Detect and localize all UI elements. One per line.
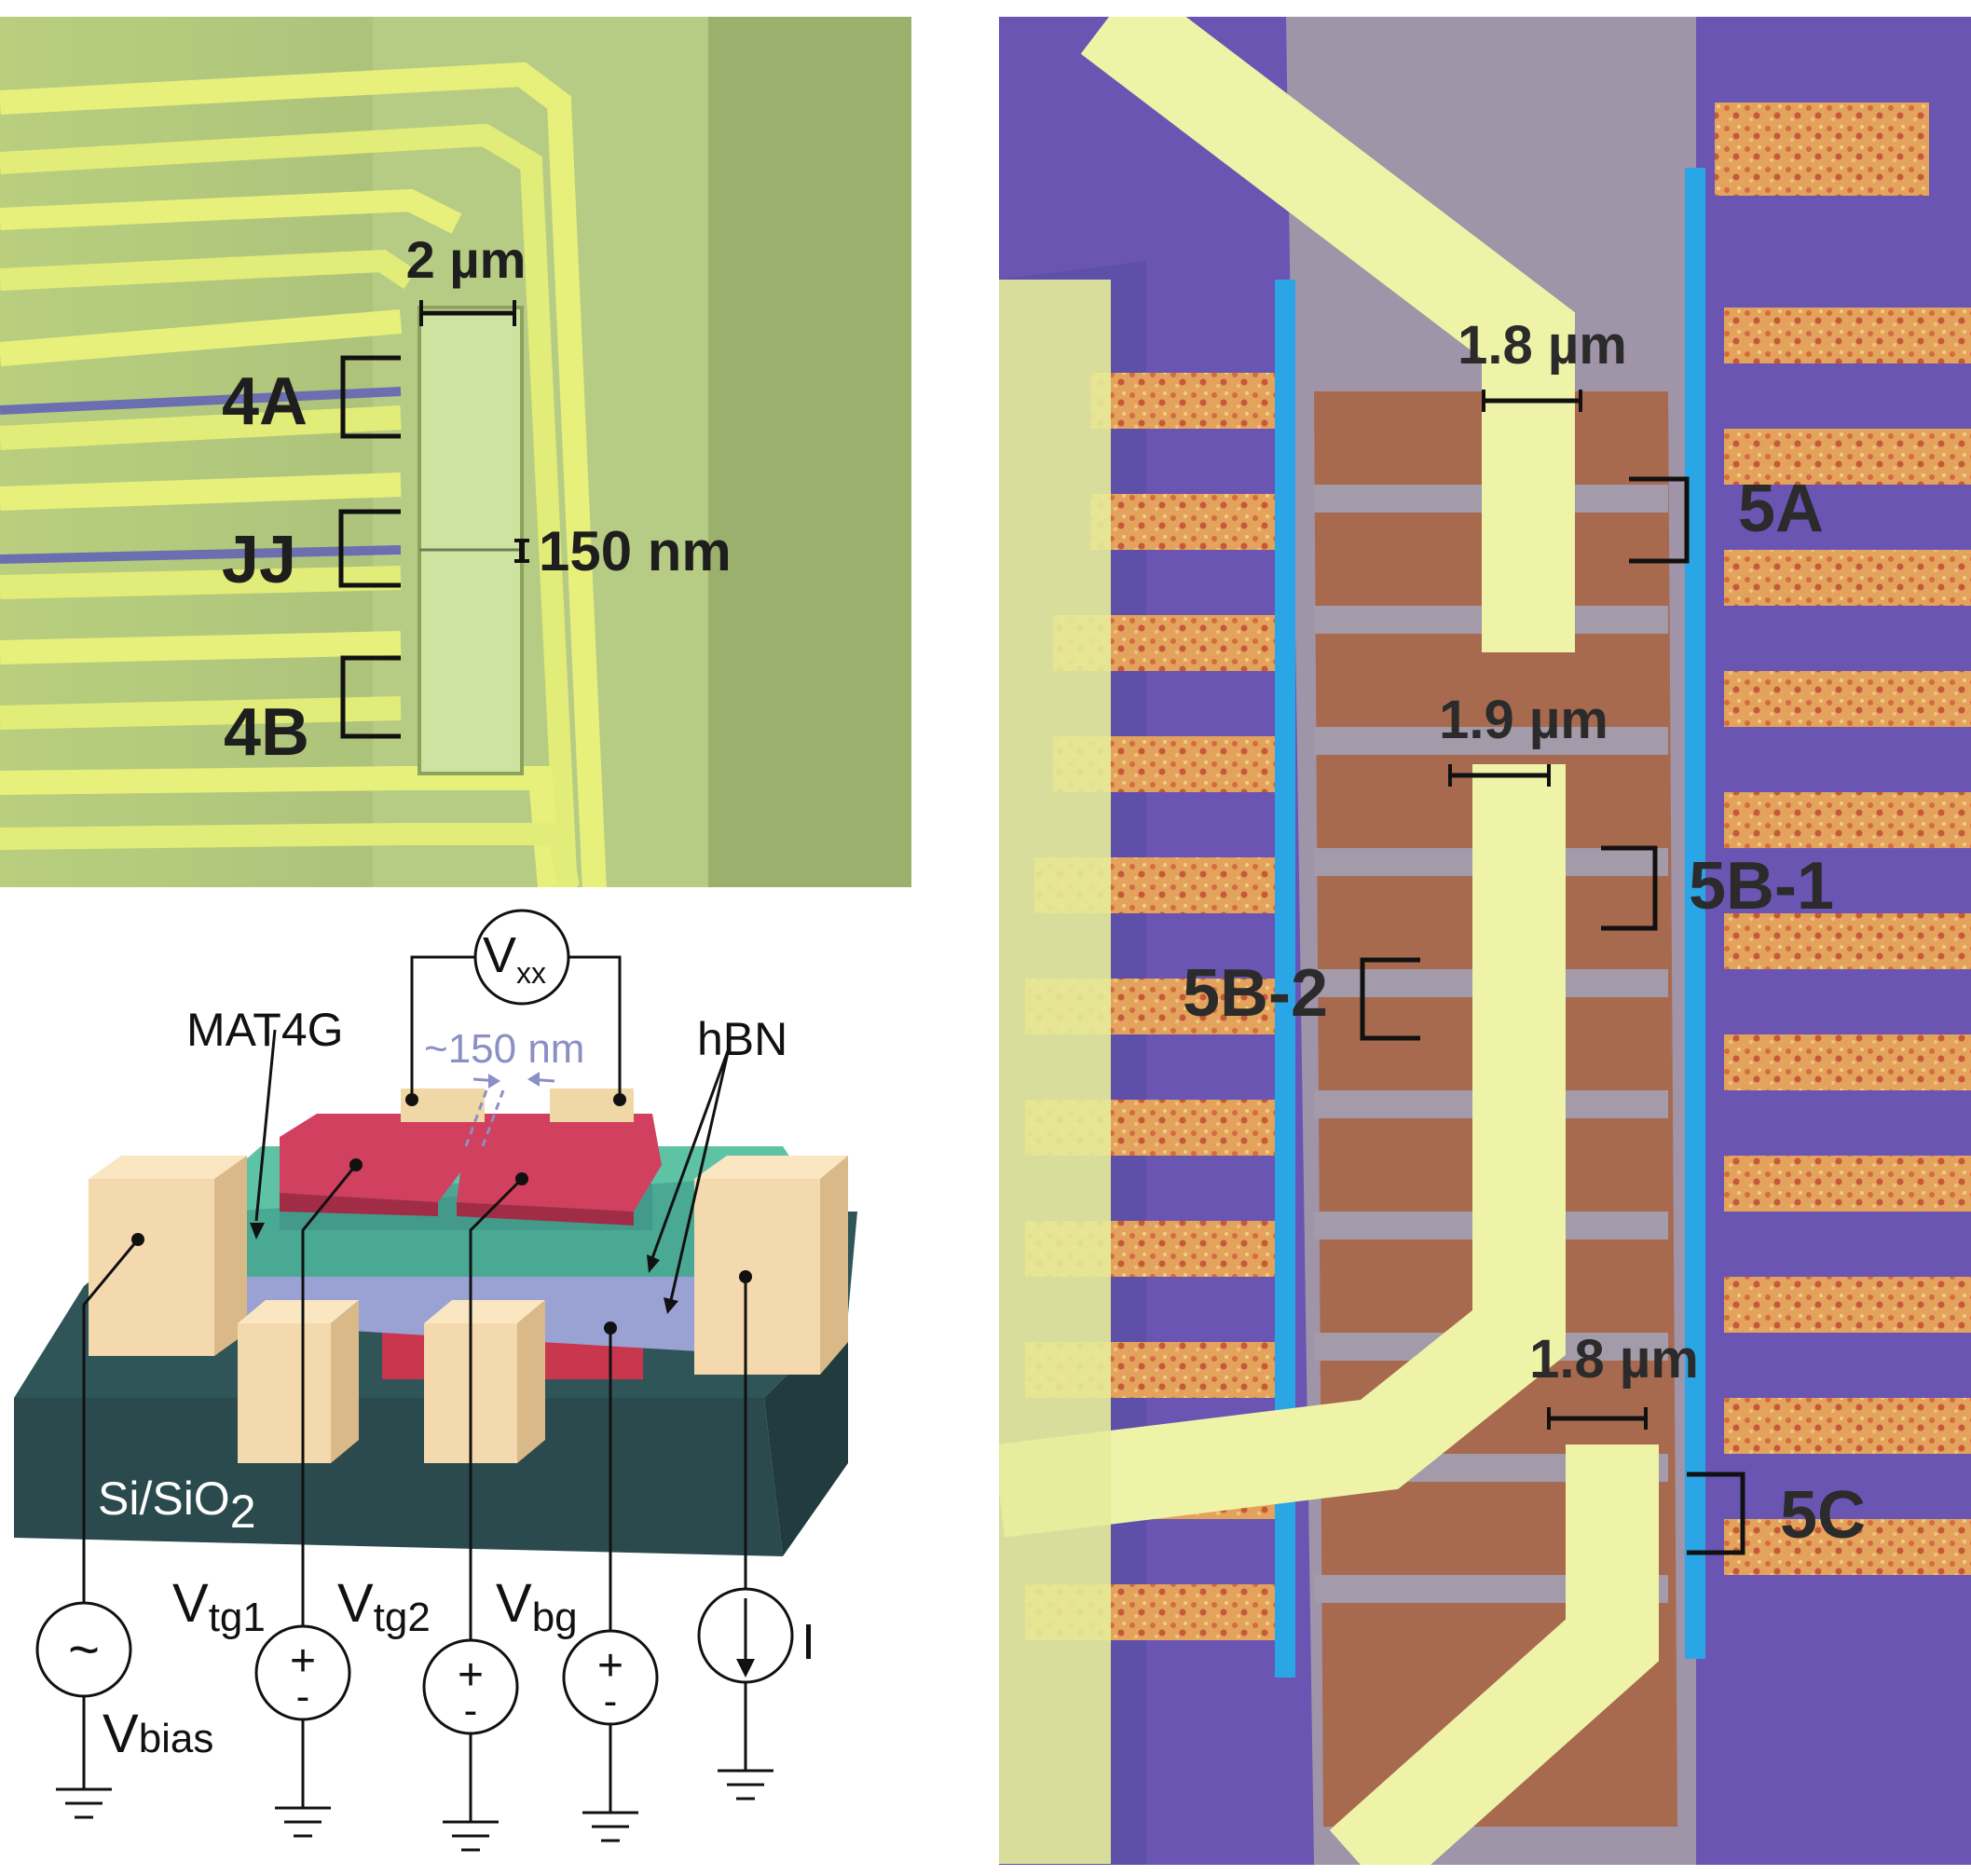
- substrate-front: [14, 1398, 783, 1556]
- vbg-label: Vbg: [496, 1573, 578, 1640]
- vbias-source: ~: [35, 1601, 132, 1698]
- bracket-jj: [338, 509, 401, 588]
- scale-label-a: 2 µm: [406, 230, 527, 289]
- bracket-5b2: [1360, 957, 1420, 1041]
- voltmeter-icon: [473, 909, 570, 1006]
- region-label-jj: JJ: [222, 523, 296, 597]
- bracket-4b: [340, 655, 401, 739]
- current-label: I: [801, 1614, 815, 1670]
- bracket-5a: [1629, 476, 1690, 564]
- scale-label-bottom: 1.8 µm: [1529, 1329, 1699, 1390]
- svg-text:-: -: [296, 1674, 310, 1719]
- hbn-arrowhead-1: [647, 1254, 660, 1273]
- vbias-label: Vbias: [103, 1704, 213, 1764]
- junction-label: 150 nm: [539, 520, 732, 582]
- top-gate-2: [457, 1114, 662, 1212]
- top-gate-strip-3: [1329, 1445, 1659, 1865]
- ac-symbol: ~: [68, 1620, 100, 1680]
- region-label-5a: 5A: [1738, 472, 1824, 546]
- hbn-arrowhead-2: [664, 1297, 678, 1314]
- top-gate-strip-2: [999, 764, 1566, 1538]
- hbn-label: hBN: [697, 1013, 787, 1065]
- vbg-source: + -: [562, 1629, 659, 1726]
- vtg2-label: Vtg2: [337, 1573, 431, 1640]
- vtg1-label: Vtg1: [172, 1573, 266, 1640]
- gap-label: ~150 nm: [424, 1026, 584, 1072]
- current-source: [697, 1587, 794, 1684]
- svg-text:-: -: [464, 1688, 478, 1733]
- region-label-5b2: 5B-2: [1183, 956, 1328, 1031]
- region-label-5c: 5C: [1780, 1478, 1866, 1553]
- contact-front-1: [238, 1300, 359, 1463]
- micrograph-right: 1.8 µm 1.9 µm 1.8 µm 5A 5B-1 5B-2 5C: [999, 17, 1971, 1865]
- svg-text:+: +: [458, 1650, 484, 1700]
- region-label-5b1: 5B-1: [1689, 849, 1834, 924]
- mat4g-label: MAT4G: [186, 1004, 344, 1056]
- mat4g-arrowhead: [250, 1223, 265, 1239]
- vtg1-source: + -: [254, 1624, 351, 1721]
- top-gate-strip-1: [1080, 17, 1575, 652]
- region-label-4b: 4B: [224, 695, 309, 770]
- vtg2-source: + -: [422, 1638, 519, 1735]
- scale-label-top: 1.8 µm: [1458, 315, 1627, 376]
- svg-text:-: -: [604, 1678, 618, 1724]
- bracket-4a: [340, 355, 401, 439]
- terminal-dots: [131, 1093, 752, 1335]
- substrate-label: Si/SiO2: [98, 1472, 256, 1538]
- contact-front-2: [424, 1300, 545, 1463]
- voltmeter-label: Vxx: [483, 927, 546, 990]
- contact-right: [694, 1156, 848, 1375]
- scale-label-mid: 1.9 µm: [1439, 690, 1608, 750]
- region-label-4a: 4A: [222, 364, 308, 439]
- bracket-5b1: [1601, 845, 1658, 931]
- gap-arrows: [472, 1077, 555, 1083]
- hall-bar: [417, 306, 524, 775]
- svg-text:+: +: [597, 1641, 623, 1691]
- micrograph-top-left: 2 µm 4A JJ 4B 150 nm: [0, 17, 911, 887]
- top-gate-1: [280, 1114, 475, 1202]
- bracket-5c: [1687, 1472, 1745, 1555]
- electrode-leads: [0, 62, 607, 887]
- svg-text:+: +: [290, 1636, 316, 1686]
- contact-left: [89, 1156, 247, 1356]
- device-schematic: Vxx ~150 nm MAT4G hBN Si/SiO2 ~ Vbias + …: [14, 909, 857, 1852]
